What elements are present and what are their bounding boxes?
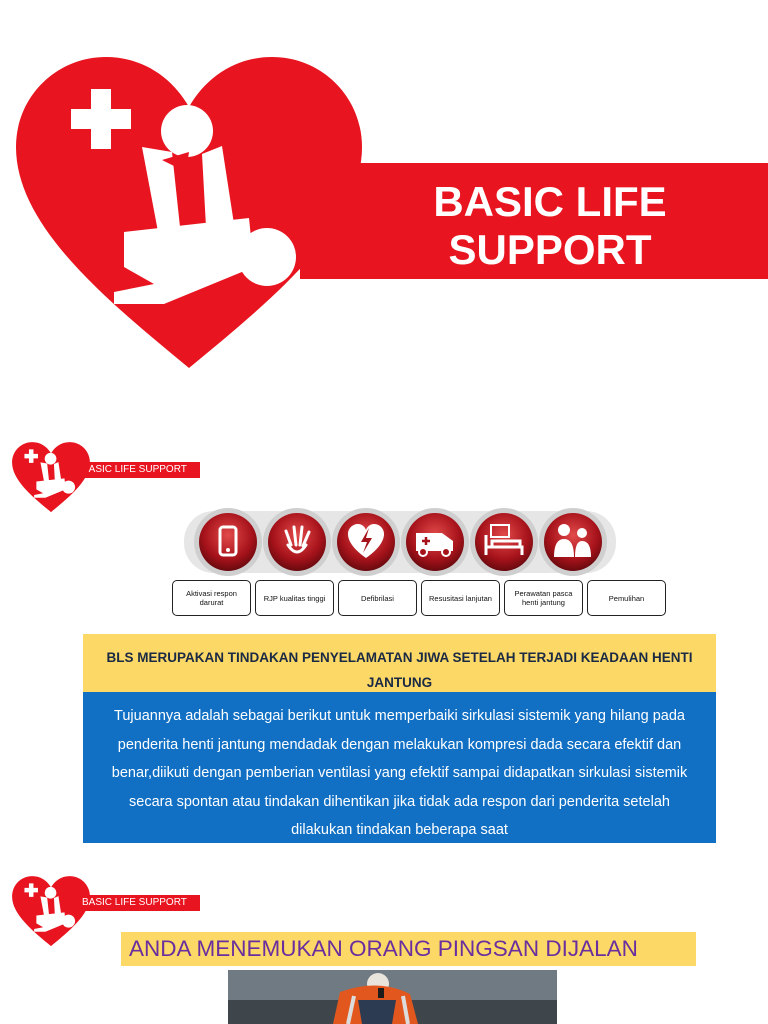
small-heart-logo-2 [12, 876, 90, 947]
page-title: BASIC LIFE SUPPORT [360, 178, 740, 274]
phone-icon [194, 508, 262, 576]
title-line-1: BASIC LIFE [433, 178, 667, 225]
people-icon [539, 508, 607, 576]
step-activation: Aktivasi respon darurat [172, 580, 251, 616]
cpr-heart-logo [16, 57, 362, 368]
chain-of-survival [184, 508, 616, 576]
scene-photo [228, 970, 557, 1024]
title-line-2: SUPPORT [448, 226, 652, 273]
hospital-bed-icon [470, 508, 538, 576]
scenario-question: ANDA MENEMUKAN ORANG PINGSAN DIJALAN [121, 932, 696, 966]
step-cpr: RJP kualitas tinggi [255, 580, 334, 616]
small-heart-logo [12, 442, 90, 513]
bls-description: Tujuannya adalah sebagai berikut untuk m… [83, 692, 716, 843]
person-photo-illustration [228, 970, 557, 1024]
step-advanced-resuscitation: Resusitasi lanjutan [421, 580, 500, 616]
section-1-band: BASIC LIFE SUPPORT [72, 462, 200, 478]
title-band [300, 163, 768, 279]
survival-steps: Aktivasi respon darurat RJP kualitas tin… [172, 580, 666, 616]
hands-icon [263, 508, 331, 576]
step-defibrillation: Defibrilasi [338, 580, 417, 616]
ambulance-icon [401, 508, 469, 576]
step-recovery: Pemulihan [587, 580, 666, 616]
bls-headline: BLS MERUPAKAN TINDAKAN PENYELAMATAN JIWA… [83, 634, 716, 692]
step-post-arrest-care: Perawatan pasca henti jantung [504, 580, 583, 616]
heart-bolt-icon [332, 508, 400, 576]
section-2-band: BASIC LIFE SUPPORT [72, 895, 200, 911]
